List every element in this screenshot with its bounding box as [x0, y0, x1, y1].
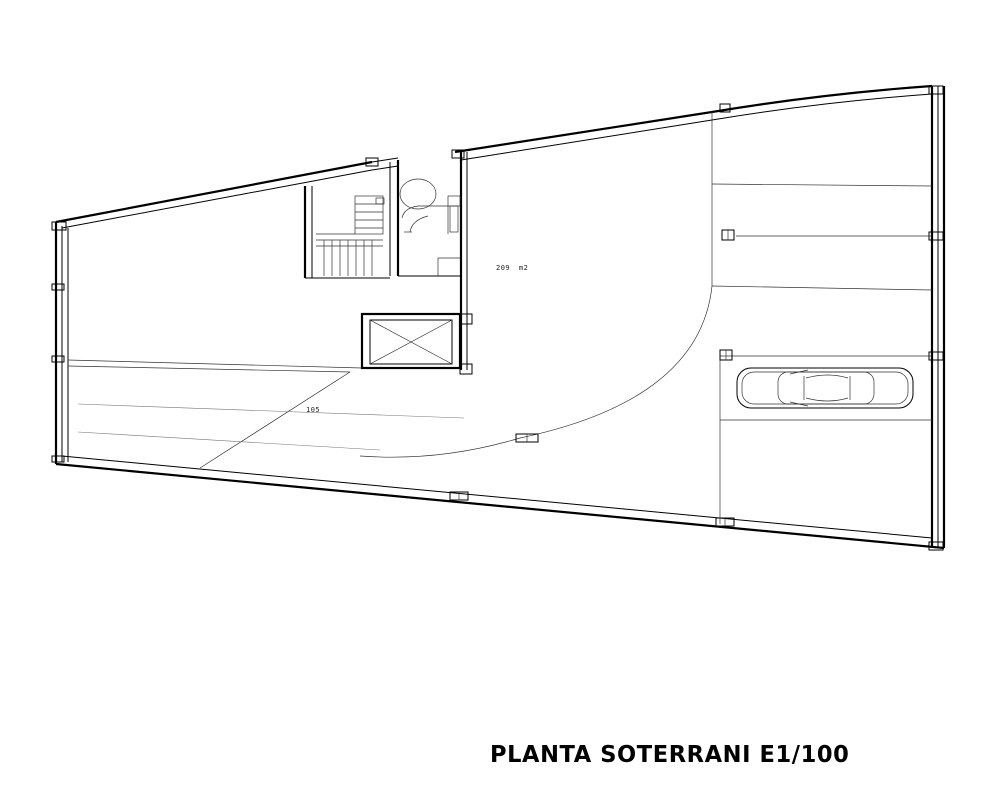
stair	[316, 195, 385, 276]
drawing-title: PLANTA SOTERRANI E1/100	[490, 742, 850, 768]
area-label-ramp: 105	[306, 406, 320, 414]
toilet	[398, 178, 461, 277]
area-label-main: 209 m2	[496, 264, 528, 272]
car-symbol	[736, 367, 914, 409]
interior-lines	[67, 112, 933, 527]
outer-walls	[51, 84, 946, 551]
service-core	[303, 152, 473, 375]
lift-shaft	[360, 312, 473, 375]
